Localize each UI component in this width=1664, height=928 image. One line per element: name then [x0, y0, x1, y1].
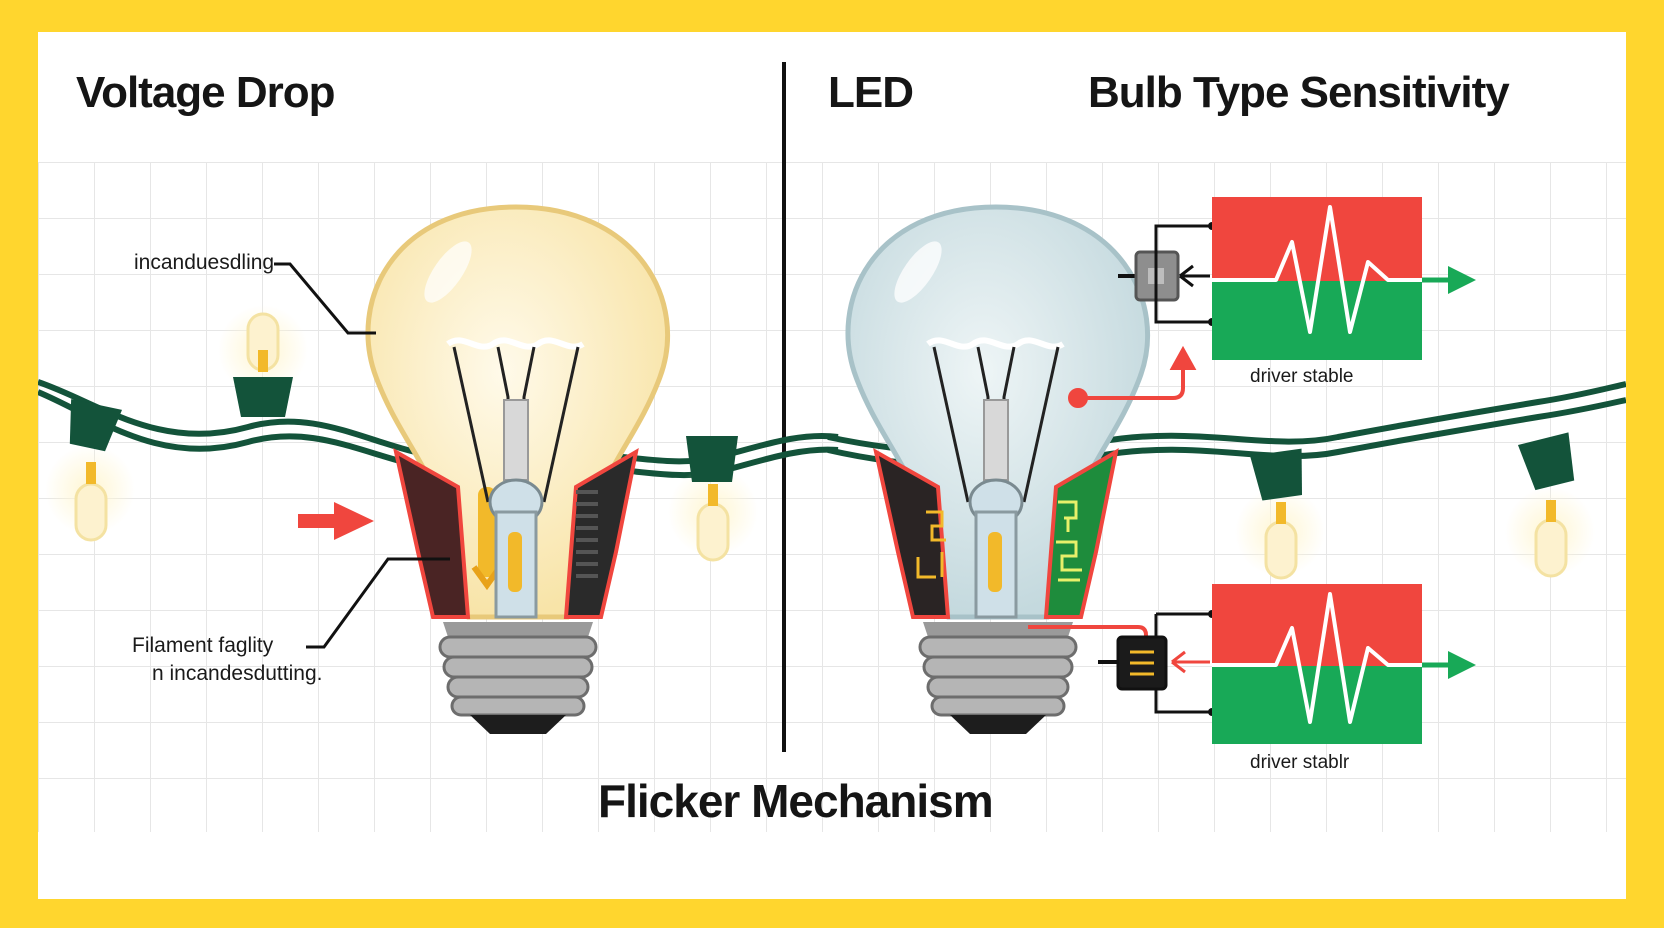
label-filament-line2: n incandesdutting.	[152, 662, 323, 685]
heartbeat-waveform-icon	[1212, 197, 1476, 744]
callout-leaders	[274, 262, 450, 649]
diagram-canvas: Voltage Drop LED Bulb Type Sensitivity F…	[38, 32, 1626, 899]
heading-voltage-drop: Voltage Drop	[76, 68, 336, 117]
led-bulb-icon	[845, 204, 1151, 734]
label-filament-line1: Filament faglity	[132, 634, 274, 657]
heading-flicker-mechanism: Flicker Mechanism	[598, 775, 994, 827]
incandescent-bulb-icon	[365, 204, 671, 734]
driver-chip-icon	[1098, 222, 1216, 716]
label-driver-bottom: driver stablr	[1250, 752, 1350, 773]
label-driver-top: driver stable	[1250, 366, 1354, 387]
label-incandescent: incanduesdling	[134, 251, 275, 274]
string-light-icon	[45, 305, 1595, 580]
arrow-icon	[298, 502, 374, 540]
heading-bulb-type-sensitivity: Bulb Type Sensitivity	[1088, 68, 1510, 117]
heading-led: LED	[828, 68, 914, 117]
illustration	[38, 62, 1626, 752]
led-red-connector	[1028, 345, 1197, 647]
